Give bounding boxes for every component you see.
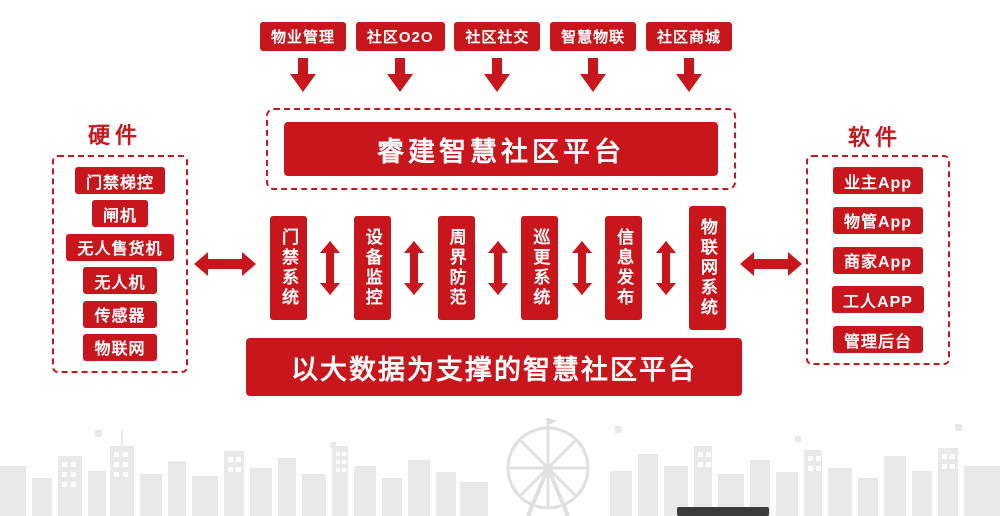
top-module: 智慧物联 (550, 22, 637, 92)
system-box: 周界防范 (437, 216, 475, 320)
software-title: 软件 (848, 125, 903, 150)
system-box: 物联网系统 (688, 206, 726, 330)
software-panel: 业主App 物管App 商家App 工人APP 管理后台 (806, 155, 950, 365)
hardware-item: 闸机 (91, 200, 148, 228)
down-arrow-icon (580, 58, 607, 92)
double-arrow-horizontal-icon (740, 252, 802, 276)
top-module: 社区O2O (355, 22, 445, 92)
platform-title: 睿建智慧社区平台 (284, 122, 718, 176)
hardware-item: 物联网 (83, 333, 157, 361)
hardware-title: 硬件 (88, 123, 143, 148)
double-arrow-vertical-icon (320, 241, 341, 295)
system-box: 设备监控 (353, 216, 391, 320)
hardware-item: 传感器 (83, 300, 157, 328)
cutoff-watermark (677, 507, 769, 516)
top-module-label: 社区O2O (355, 22, 445, 51)
city-skyline-graphic (0, 418, 1000, 516)
top-module-label: 社区社交 (454, 22, 541, 51)
top-modules-row: 物业管理 社区O2O 社区社交 智慧物联 社区商城 (260, 22, 732, 92)
software-item: 商家App (832, 246, 924, 274)
down-arrow-icon (675, 58, 702, 92)
system-box: 巡更系统 (521, 216, 559, 320)
software-item: 业主App (832, 167, 924, 194)
double-arrow-vertical-icon (655, 241, 676, 295)
hardware-item: 无人机 (83, 267, 157, 295)
system-box: 信息发布 (605, 216, 643, 320)
windows-right-group (698, 452, 955, 471)
platform-dashed-frame: 睿建智慧社区平台 (266, 108, 736, 190)
top-module: 社区商城 (645, 22, 732, 92)
software-item: 管理后台 (832, 326, 923, 353)
down-arrow-icon (290, 58, 316, 92)
top-module-label: 社区商城 (645, 22, 732, 51)
hardware-item: 门禁梯控 (74, 167, 165, 194)
top-module: 物业管理 (260, 22, 347, 92)
systems-row: 门禁系统 设备监控 周界防范 巡更系统 信息发布 物联网系统 (270, 198, 726, 338)
windows-left-group (62, 452, 346, 487)
double-arrow-horizontal-icon (194, 252, 256, 276)
top-module-label: 物业管理 (260, 22, 347, 51)
top-module: 社区社交 (454, 22, 541, 92)
ferris-wheel-graphic (506, 418, 590, 516)
double-arrow-vertical-icon (404, 241, 425, 295)
double-arrow-vertical-icon (487, 241, 508, 295)
bottom-banner: 以大数据为支撑的智慧社区平台 (246, 338, 742, 396)
system-box: 门禁系统 (270, 216, 307, 320)
software-item: 工人APP (832, 286, 924, 314)
software-item: 物管App (832, 206, 924, 234)
top-module-label: 智慧物联 (550, 22, 637, 51)
double-arrow-vertical-icon (571, 241, 592, 295)
hardware-panel: 门禁梯控 闸机 无人售货机 无人机 传感器 物联网 (52, 155, 188, 373)
down-arrow-icon (387, 58, 414, 92)
hardware-item: 无人售货机 (66, 233, 174, 261)
down-arrow-icon (484, 58, 511, 92)
